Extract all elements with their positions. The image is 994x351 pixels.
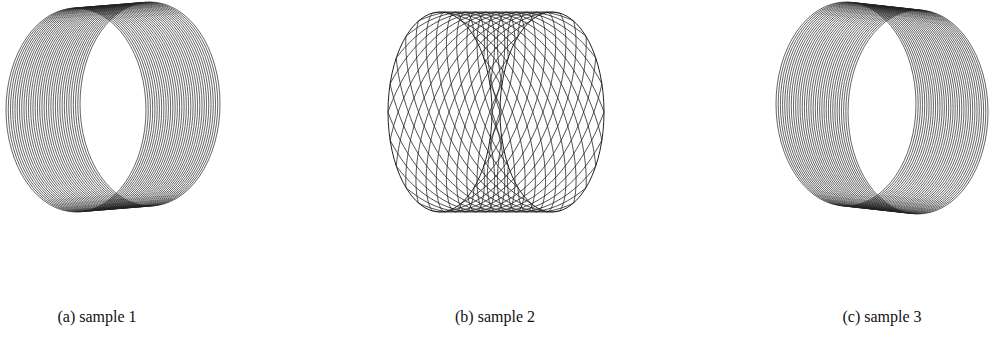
helix-line: [446, 12, 530, 203]
ring-line: [793, 4, 933, 208]
sub-caption: (c) sample 3: [842, 308, 921, 326]
ring-line: [60, 4, 200, 208]
helix-cylinder: [388, 12, 604, 212]
helix-line: [474, 36, 535, 212]
ring-line: [791, 4, 931, 208]
sub-caption: (b) sample 2: [455, 308, 535, 326]
ring-line: [835, 9, 975, 213]
helix-line: [477, 12, 502, 140]
helix-line: [487, 12, 505, 112]
ring-line: [787, 3, 927, 207]
ring-line: [37, 5, 177, 209]
ring-line: [817, 7, 957, 211]
ring-line: [841, 9, 981, 213]
ring-line: [811, 6, 951, 210]
helix-line: [426, 12, 559, 211]
ring-line: [73, 3, 213, 207]
helix-line: [457, 12, 518, 188]
ring-line: [64, 3, 204, 207]
end-ring: [500, 12, 604, 212]
ring-line: [815, 6, 955, 210]
ring-line: [824, 7, 964, 211]
ring-line: [796, 4, 936, 208]
ring-line: [783, 3, 923, 207]
end-ring: [388, 12, 492, 212]
ring-line: [780, 2, 920, 206]
helix-line: [396, 58, 595, 212]
ring-line: [55, 4, 195, 208]
helix-line: [396, 58, 595, 212]
ring-line: [69, 3, 209, 207]
ring-line: [62, 3, 202, 207]
ring-line: [828, 8, 968, 212]
ring-line: [839, 9, 979, 213]
ring-line: [804, 5, 944, 209]
helix-line: [433, 13, 566, 212]
ring-line: [76, 2, 216, 206]
helix-line: [406, 36, 586, 212]
ring-line: [802, 5, 942, 209]
ring-line: [831, 8, 971, 212]
helix-line: [447, 12, 555, 211]
ring-cylinder: [776, 2, 988, 214]
ring-line: [798, 4, 938, 208]
ring-line: [49, 5, 189, 209]
ring-line: [846, 10, 986, 214]
ring-line: [67, 3, 207, 207]
ring-line: [44, 5, 184, 209]
ring-line: [837, 9, 977, 213]
sub-caption: (a) sample 1: [57, 308, 136, 326]
ring-line: [844, 10, 984, 214]
ring-line: [35, 6, 175, 210]
ring-line: [826, 8, 966, 212]
ring-line: [71, 3, 211, 207]
ring-line: [848, 10, 988, 214]
ring-line: [820, 7, 960, 211]
ring-line: [40, 5, 180, 209]
ring-line: [46, 5, 186, 209]
ring-line: [78, 2, 218, 206]
ring-line: [833, 8, 973, 212]
ring-line: [800, 5, 940, 209]
ring-line: [807, 5, 947, 209]
ring-line: [789, 3, 929, 207]
ring-cylinder: [6, 2, 220, 212]
ring-line: [42, 5, 182, 209]
helix-line: [418, 12, 576, 203]
ring-line: [809, 6, 949, 210]
ring-line: [813, 6, 953, 210]
ring-line: [80, 2, 220, 206]
ring-line: [58, 4, 198, 208]
helix-line: [436, 12, 544, 211]
ring-line: [53, 4, 193, 208]
ring-line: [785, 3, 925, 207]
ring-line: [51, 4, 191, 208]
ring-line: [822, 7, 962, 211]
